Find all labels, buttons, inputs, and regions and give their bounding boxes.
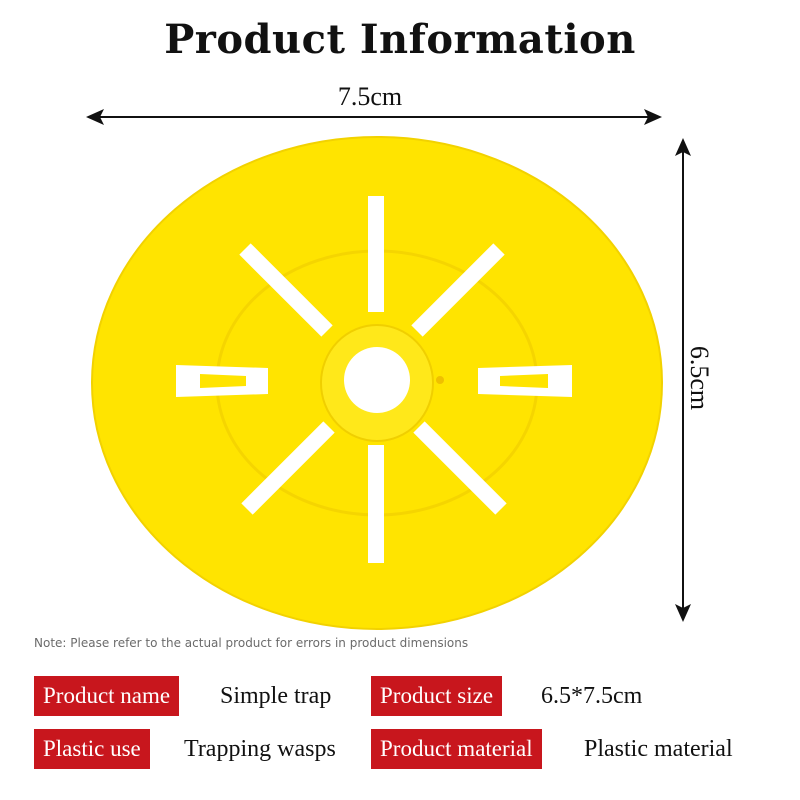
product-material-label: Product material	[371, 729, 542, 769]
right-clip	[478, 365, 572, 397]
height-dimension-arrow	[675, 138, 691, 622]
radial-slots	[239, 196, 507, 563]
page-title: Product Information	[164, 16, 636, 63]
product-name-value: Simple trap	[220, 683, 332, 709]
width-label: 7.5cm	[337, 82, 403, 111]
center-hole	[344, 347, 410, 413]
dimension-note: Note: Please refer to the actual product…	[34, 636, 469, 650]
plastic-use-label: Plastic use	[34, 729, 150, 769]
trap-disc	[91, 136, 663, 630]
plastic-use-value: Trapping wasps	[184, 736, 336, 762]
product-name-label: Product name	[34, 676, 180, 716]
width-dimension-arrow	[86, 109, 662, 125]
left-clip	[176, 365, 268, 397]
product-size-label: Product size	[371, 676, 503, 716]
height-label: 6.5cm	[685, 345, 714, 411]
product-material-value: Plastic material	[584, 736, 733, 762]
product-size-value: 6.5*7.5cm	[541, 683, 643, 709]
